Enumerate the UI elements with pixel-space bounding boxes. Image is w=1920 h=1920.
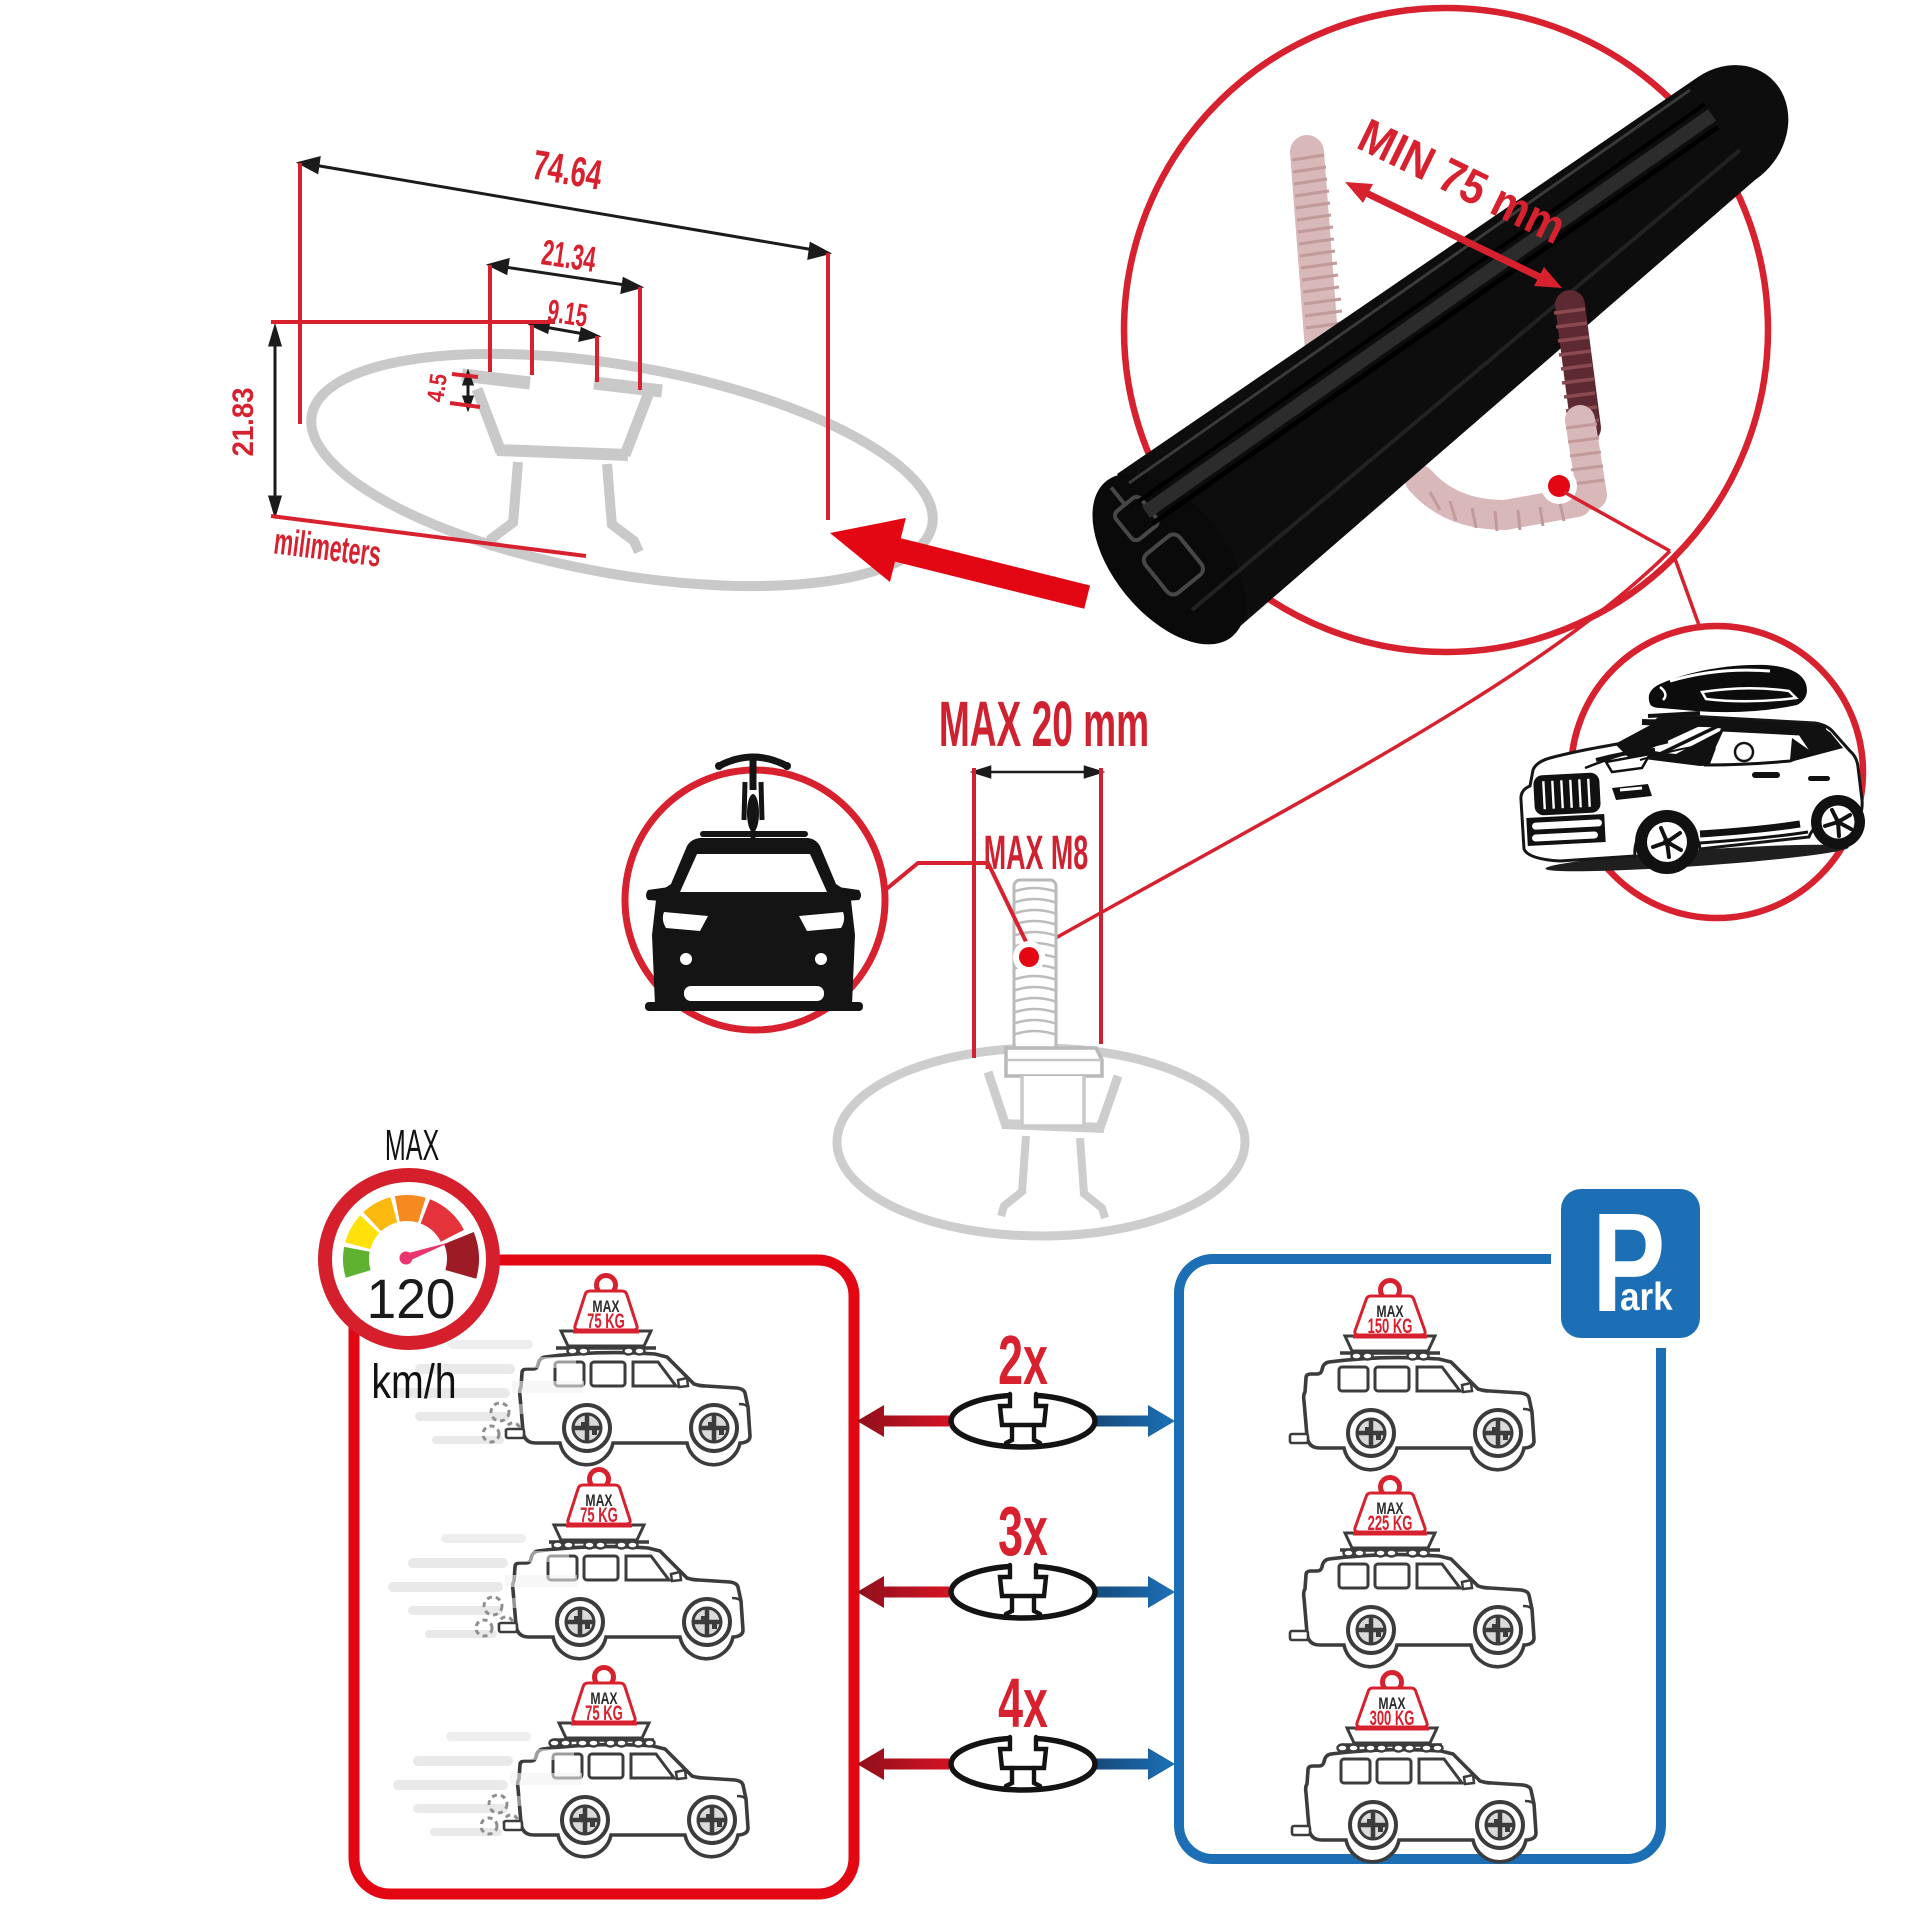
svg-text:300 KG: 300 KG bbox=[1370, 1706, 1415, 1730]
svg-text:ark: ark bbox=[1620, 1274, 1673, 1318]
svg-text:MAX: MAX bbox=[592, 1298, 619, 1316]
svg-text:75 KG: 75 KG bbox=[580, 1503, 618, 1527]
svg-text:MAX: MAX bbox=[1376, 1500, 1403, 1518]
svg-text:km/h: km/h bbox=[371, 1355, 456, 1409]
svg-text:75 KG: 75 KG bbox=[587, 1309, 625, 1333]
svg-text:MAX: MAX bbox=[590, 1690, 617, 1708]
svg-text:4.5: 4.5 bbox=[422, 372, 453, 404]
svg-text:21.83: 21.83 bbox=[227, 387, 260, 456]
svg-text:4x: 4x bbox=[998, 1665, 1048, 1742]
svg-text:21.34: 21.34 bbox=[539, 233, 599, 281]
svg-text:9.15: 9.15 bbox=[545, 293, 590, 334]
svg-text:MAX: MAX bbox=[1376, 1303, 1403, 1321]
svg-text:MAX: MAX bbox=[585, 1492, 612, 1510]
svg-text:150 KG: 150 KG bbox=[1368, 1314, 1413, 1338]
svg-text:P: P bbox=[1592, 1184, 1665, 1341]
svg-text:225 KG: 225 KG bbox=[1368, 1511, 1413, 1535]
svg-text:MAX M8: MAX M8 bbox=[984, 827, 1089, 880]
svg-text:74.64: 74.64 bbox=[529, 141, 605, 199]
svg-text:3x: 3x bbox=[998, 1493, 1048, 1570]
svg-text:75 KG: 75 KG bbox=[585, 1701, 623, 1725]
svg-text:MAX: MAX bbox=[385, 1121, 439, 1170]
svg-text:MAX: MAX bbox=[1378, 1695, 1405, 1713]
svg-text:120: 120 bbox=[367, 1268, 456, 1331]
svg-text:MAX 20 mm: MAX 20 mm bbox=[939, 690, 1149, 761]
svg-text:2x: 2x bbox=[998, 1322, 1048, 1399]
